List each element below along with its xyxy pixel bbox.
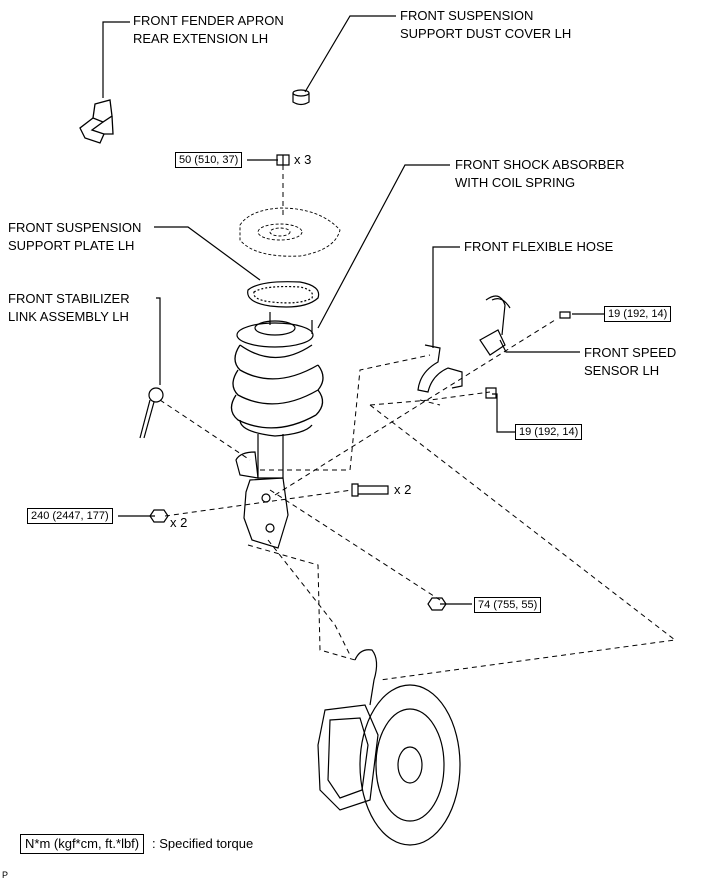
support-plate-label-line-1: FRONT SUSPENSION	[8, 220, 142, 235]
speed-sensor-label-line-1: FRONT SPEED	[584, 345, 677, 360]
flexible-hose-part	[417, 344, 463, 393]
stabilizer-link-part	[139, 387, 164, 439]
steering-knuckle-brake	[317, 649, 461, 846]
stabilizer-nut-part	[149, 509, 169, 523]
dust-cover-label: FRONT SUSPENSION SUPPORT DUST COVER LH	[400, 7, 571, 43]
fender-apron-label-line-2: REAR EXTENSION LH	[133, 31, 269, 46]
legend-description: : Specified torque	[152, 836, 254, 851]
dust-cover-label-line-1: FRONT SUSPENSION	[400, 8, 534, 23]
strut-body	[235, 434, 289, 549]
multiplier-knuckle-bolt: x 2	[394, 482, 412, 497]
shock-absorber-label: FRONT SHOCK ABSORBER WITH COIL SPRING	[455, 156, 625, 192]
top-nut-part	[276, 154, 290, 166]
multiplier-stabilizer-nut: x 2	[170, 515, 188, 530]
multiplier-top-nut: x 3	[294, 152, 312, 167]
speed-sensor-label-line-2: SENSOR LH	[584, 363, 660, 378]
shock-absorber-label-line-1: FRONT SHOCK ABSORBER	[455, 157, 625, 172]
dust-cover-label-line-2: SUPPORT DUST COVER LH	[400, 26, 572, 41]
flexible-hose-label: FRONT FLEXIBLE HOSE	[464, 238, 613, 256]
stabilizer-link-label: FRONT STABILIZER LINK ASSEMBLY LH	[8, 290, 130, 326]
support-plate-label: FRONT SUSPENSION SUPPORT PLATE LH	[8, 219, 141, 255]
strut-top-mount	[236, 312, 314, 348]
dust-cover-part	[292, 89, 310, 106]
body-mount-outline	[239, 207, 341, 257]
speed-sensor-label: FRONT SPEED SENSOR LH	[584, 344, 676, 380]
torque-sensor-bolt-lower: 19 (192, 14)	[515, 424, 583, 440]
knuckle-nut-part	[427, 597, 447, 611]
footer-letter: P	[2, 870, 9, 880]
stabilizer-link-label-line-2: LINK ASSEMBLY LH	[8, 309, 129, 324]
support-plate-label-line-2: SUPPORT PLATE LH	[8, 238, 135, 253]
fender-apron-part	[79, 99, 114, 144]
fender-apron-label-line-1: FRONT FENDER APRON	[133, 13, 284, 28]
torque-top-nut: 50 (510, 37)	[175, 152, 243, 168]
stabilizer-link-label-line-1: FRONT STABILIZER	[8, 291, 130, 306]
legend-unit-box: N*m (kgf*cm, ft.*lbf)	[20, 834, 145, 854]
support-plate-part	[247, 281, 320, 308]
torque-stabilizer-nut: 240 (2447, 177)	[27, 508, 113, 524]
alignment-lines	[159, 165, 677, 681]
shock-absorber-label-line-2: WITH COIL SPRING	[455, 175, 576, 190]
fender-apron-label: FRONT FENDER APRON REAR EXTENSION LH	[133, 12, 284, 48]
coil-spring	[230, 344, 324, 437]
torque-sensor-bolt-upper: 19 (192, 14)	[604, 306, 672, 322]
torque-knuckle-nut: 74 (755, 55)	[474, 597, 542, 613]
speed-sensor-part	[479, 295, 571, 399]
knuckle-bolt-part	[351, 483, 389, 497]
flexible-hose-label-line-1: FRONT FLEXIBLE HOSE	[464, 239, 614, 254]
